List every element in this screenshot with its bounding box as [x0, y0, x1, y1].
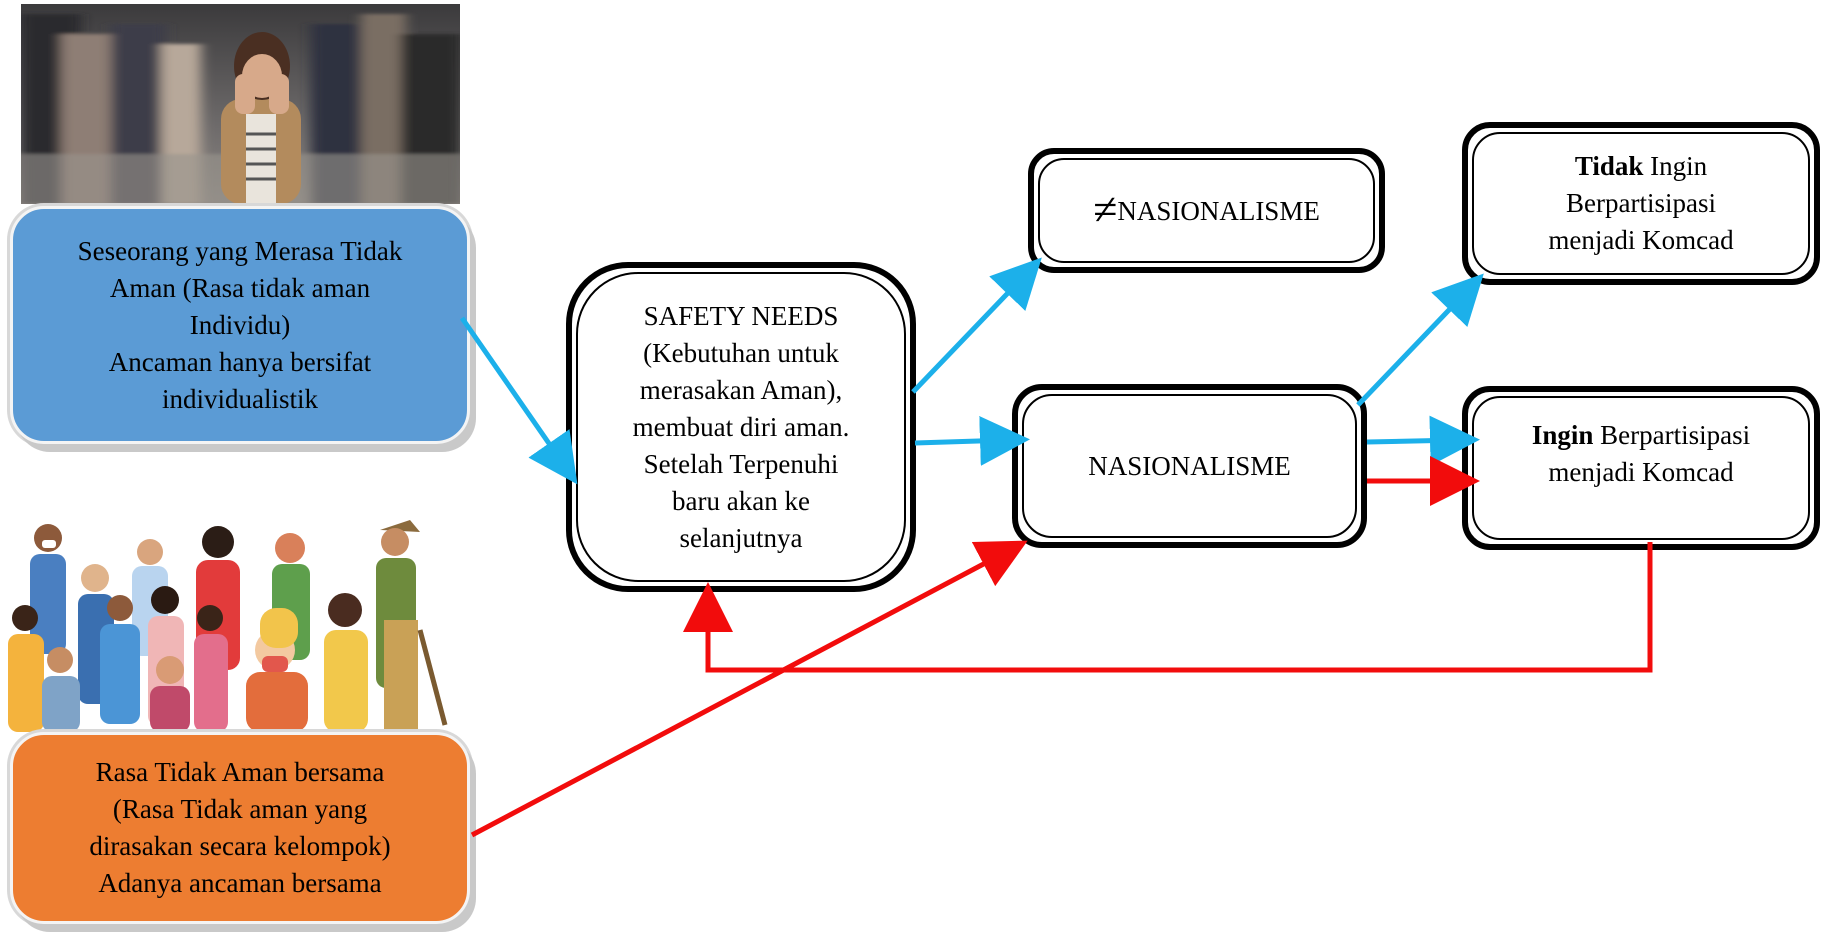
- group-insecurity-box: Rasa Tidak Aman bersama (Rasa Tidak aman…: [10, 732, 470, 924]
- participate-box: Ingin Berpartisipasi menjadi Komcad: [1462, 386, 1820, 550]
- safety-line-1: SAFETY NEEDS: [643, 300, 839, 331]
- group-line-4: Adanya ancaman bersama: [98, 868, 382, 898]
- not-participate-rest: Ingin: [1643, 151, 1708, 181]
- group-line-1: Rasa Tidak Aman bersama: [95, 757, 385, 787]
- safety-line-4: membuat diri aman.: [632, 411, 850, 442]
- bottom-illustration: [0, 500, 470, 732]
- arrow-individual-to-safety: [459, 316, 578, 485]
- not-participate-line-1: Tidak Ingin: [1548, 148, 1733, 185]
- individual-line-3: Individu): [189, 309, 291, 340]
- not-participate-text: Tidak Ingin Berpartisipasi menjadi Komca…: [1548, 148, 1733, 259]
- safety-line-2: (Kebutuhan untuk: [643, 337, 839, 368]
- not-participate-line-3: menjadi Komcad: [1548, 225, 1734, 255]
- group-line-2: (Rasa Tidak aman yang: [112, 794, 368, 824]
- participate-bold: Ingin: [1531, 420, 1594, 450]
- group-insecurity-text: Rasa Tidak Aman bersama (Rasa Tidak aman…: [89, 754, 390, 902]
- participate-text: Ingin Berpartisipasi menjadi Komcad: [1532, 417, 1750, 491]
- not-participate-line-2: Berpartisipasi: [1566, 188, 1716, 218]
- arrow-nationalism-to-participate-blue: [1366, 415, 1480, 466]
- safety-needs-box: SAFETY NEEDS (Kebutuhan untuk merasakan …: [566, 262, 916, 592]
- top-photo: [21, 4, 460, 204]
- arrow-nationalism-to-not-participate: [1356, 273, 1484, 407]
- participate-line-2: menjadi Komcad: [1548, 457, 1734, 487]
- safety-line-3: merasakan Aman),: [639, 374, 843, 405]
- group-line-3: dirasakan secara kelompok): [89, 831, 391, 861]
- participate-line-1: Ingin Berpartisipasi: [1532, 417, 1750, 454]
- arrow-participate-back-to-safety: [683, 542, 1653, 673]
- individual-line-4: Ancaman hanya bersifat: [108, 346, 372, 377]
- safety-line-6: baru akan ke: [672, 485, 810, 516]
- individual-line-1: Seseorang yang Merasa Tidak: [77, 235, 403, 266]
- nationalism-label: NASIONALISME: [1088, 450, 1291, 481]
- not-participate-bold: Tidak: [1574, 151, 1644, 181]
- safety-line-7: selanjutnya: [679, 522, 803, 553]
- not-participate-box: Tidak Ingin Berpartisipasi menjadi Komca…: [1462, 122, 1820, 285]
- individual-insecurity-box: Seseorang yang Merasa Tidak Aman (Rasa t…: [10, 206, 470, 444]
- arrow-group-to-nationalism: [470, 540, 1028, 838]
- blurred-crowd-photo: [21, 4, 460, 204]
- individual-insecurity-text: Seseorang yang Merasa Tidak Aman (Rasa t…: [78, 233, 403, 418]
- arrow-safety-to-nationalism: [914, 415, 1030, 466]
- not-nationalism-text: ≠NASIONALISME: [1093, 188, 1320, 232]
- arrow-safety-to-not-nationalism: [911, 257, 1042, 394]
- not-nationalism-label: NASIONALISME: [1117, 196, 1320, 226]
- individual-line-5: individualistik: [161, 383, 318, 414]
- not-nationalism-box: ≠NASIONALISME: [1028, 148, 1385, 273]
- masked-crowd-illustration: [8, 520, 448, 732]
- individual-line-2: Aman (Rasa tidak aman: [109, 272, 371, 303]
- participate-rest: Berpartisipasi: [1593, 420, 1751, 450]
- nationalism-box: NASIONALISME: [1012, 384, 1367, 548]
- not-equal-icon: ≠: [1093, 185, 1118, 234]
- safety-line-5: Setelah Terpenuhi: [643, 448, 839, 479]
- safety-needs-text: SAFETY NEEDS (Kebutuhan untuk merasakan …: [633, 298, 850, 557]
